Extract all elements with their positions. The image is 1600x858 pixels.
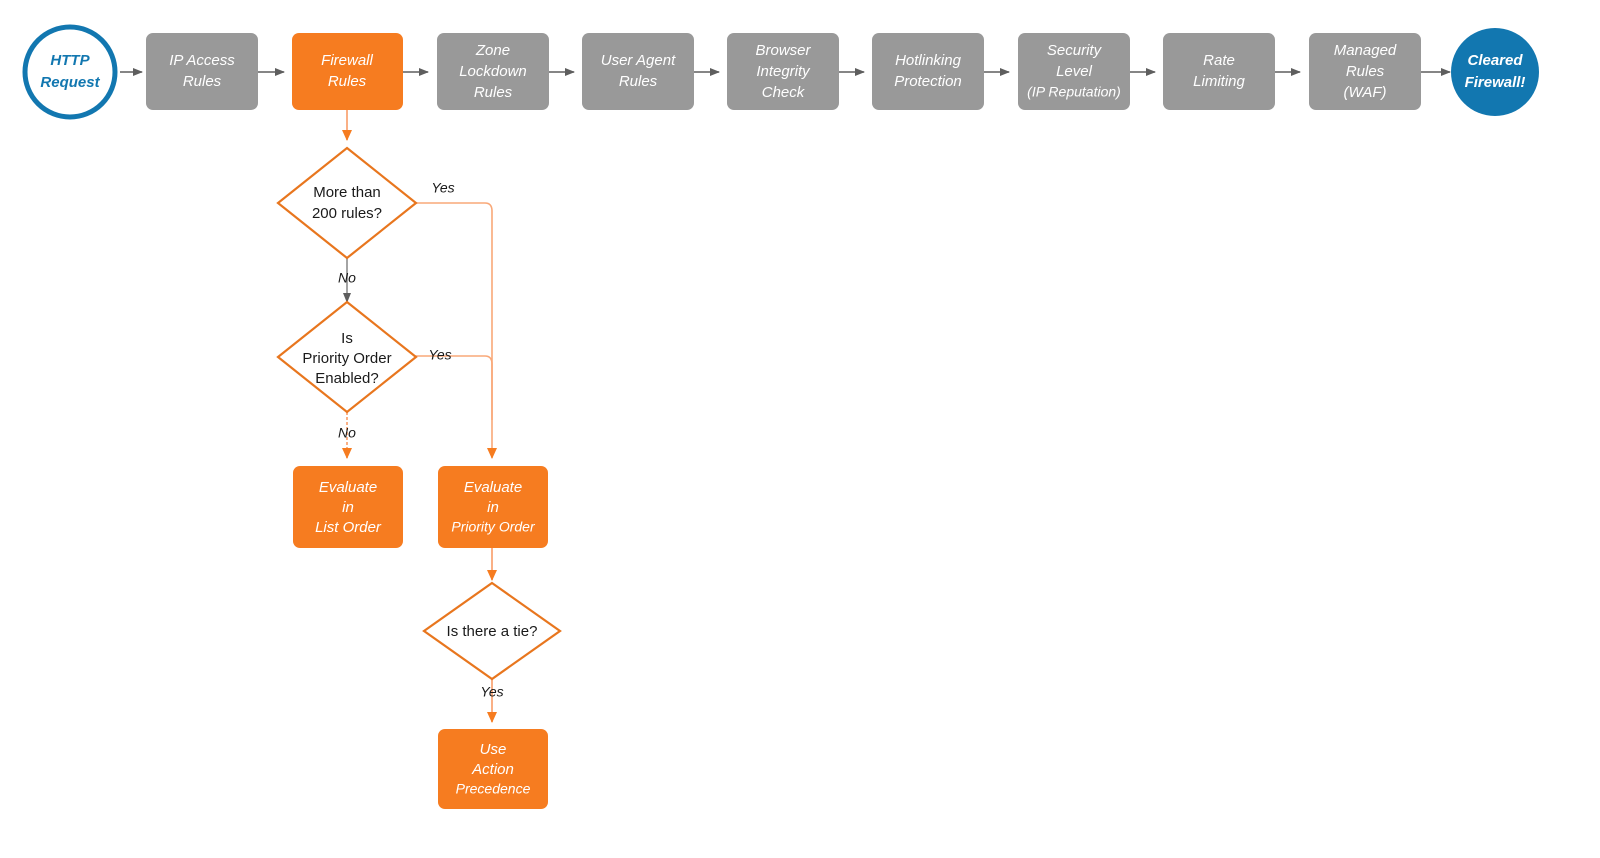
node-user-agent-rules[interactable]: User Agent Rules: [582, 33, 694, 110]
http-request-label-line1: HTTP: [50, 52, 90, 69]
use-action-line2: Action: [471, 761, 514, 778]
node-firewall-rules[interactable]: Firewall Rules: [292, 33, 403, 110]
rate-limiting-box[interactable]: [1163, 33, 1275, 110]
rate-limiting-line1: Rate: [1203, 52, 1235, 69]
more-than-200-line2: 200 rules?: [312, 205, 382, 222]
security-level-box[interactable]: [1018, 33, 1130, 110]
node-decision-is-there-a-tie[interactable]: Is there a tie?: [422, 581, 562, 681]
more-than-200-line1: More than: [313, 184, 381, 201]
security-level-line3: (IP Reputation): [1027, 84, 1121, 100]
evaluate-list-line2: in: [342, 499, 354, 516]
user-agent-rules-box[interactable]: [582, 33, 694, 110]
node-use-action-precedence[interactable]: Use Action Precedence: [438, 729, 548, 809]
zone-lockdown-line2: Lockdown: [459, 63, 527, 80]
ip-access-rules-line1: IP Access: [169, 52, 235, 69]
rate-limiting-line2: Limiting: [1193, 73, 1245, 90]
cleared-firewall-line2: Firewall!: [1465, 74, 1526, 91]
ip-access-rules-line2: Rules: [183, 73, 222, 90]
browser-integrity-line1: Browser: [755, 42, 811, 59]
node-evaluate-in-priority-order[interactable]: Evaluate in Priority Order: [438, 466, 548, 548]
use-action-line3: Precedence: [456, 781, 531, 797]
browser-integrity-line2: Integrity: [756, 63, 811, 80]
http-request-label-line2: Request: [40, 74, 100, 91]
http-request-circle[interactable]: [22, 24, 118, 120]
is-priority-order-line1: Is: [341, 330, 353, 347]
is-there-a-tie-diamond[interactable]: [422, 581, 562, 681]
node-cleared-firewall[interactable]: Cleared Firewall!: [1451, 28, 1539, 116]
managed-rules-line1: Managed: [1334, 42, 1397, 59]
edge-label-decision2-no: No: [338, 425, 356, 441]
is-there-a-tie-line1: Is there a tie?: [447, 623, 538, 640]
is-priority-order-line2: Priority Order: [302, 350, 391, 367]
evaluate-priority-line3: Priority Order: [451, 519, 536, 535]
browser-integrity-box[interactable]: [727, 33, 839, 110]
hotlinking-protection-box[interactable]: [872, 33, 984, 110]
evaluate-list-line3: List Order: [315, 519, 382, 536]
node-decision-more-than-200-rules[interactable]: More than 200 rules?: [276, 146, 418, 260]
managed-rules-line3: (WAF): [1343, 84, 1386, 101]
firewall-rules-line1: Firewall: [321, 52, 373, 69]
zone-lockdown-rules-box[interactable]: [437, 33, 549, 110]
is-priority-order-enabled-diamond[interactable]: [276, 300, 418, 414]
security-level-line2: Level: [1056, 63, 1093, 80]
evaluate-priority-order-box[interactable]: [438, 466, 548, 548]
edge-label-decision1-no: No: [338, 270, 356, 286]
edge-label-tie-yes: Yes: [480, 684, 503, 700]
node-security-level[interactable]: Security Level (IP Reputation): [1018, 33, 1130, 110]
node-managed-rules-waf[interactable]: Managed Rules (WAF): [1309, 33, 1421, 110]
managed-rules-line2: Rules: [1346, 63, 1385, 80]
security-level-line1: Security: [1047, 42, 1103, 59]
zone-lockdown-line3: Rules: [474, 84, 513, 101]
cleared-firewall-circle[interactable]: [1451, 28, 1539, 116]
is-priority-order-line3: Enabled?: [315, 370, 378, 387]
evaluate-list-order-box[interactable]: [293, 466, 403, 548]
node-ip-access-rules[interactable]: IP Access Rules: [146, 33, 258, 110]
edge-decision1-yes: [415, 202, 497, 459]
browser-integrity-line3: Check: [762, 84, 806, 101]
node-rate-limiting[interactable]: Rate Limiting: [1163, 33, 1275, 110]
evaluate-list-line1: Evaluate: [319, 479, 377, 496]
node-zone-lockdown-rules[interactable]: Zone Lockdown Rules: [437, 33, 549, 110]
node-browser-integrity-check[interactable]: Browser Integrity Check: [727, 33, 839, 110]
edge-decision2-yes: [415, 355, 493, 420]
node-http-request[interactable]: HTTP Request: [22, 24, 118, 120]
node-decision-is-priority-order-enabled[interactable]: Is Priority Order Enabled?: [276, 300, 418, 414]
hotlinking-line1: Hotlinking: [895, 52, 962, 69]
cleared-firewall-line1: Cleared: [1467, 52, 1523, 69]
node-hotlinking-protection[interactable]: Hotlinking Protection: [872, 33, 984, 110]
user-agent-line1: User Agent: [601, 52, 676, 69]
hotlinking-line2: Protection: [894, 73, 962, 90]
edge-labels: Yes No Yes No Yes: [338, 180, 504, 700]
evaluate-priority-line2: in: [487, 499, 499, 516]
managed-rules-box[interactable]: [1309, 33, 1421, 110]
ip-access-rules-box[interactable]: [146, 33, 258, 110]
edge-label-decision2-yes: Yes: [428, 347, 451, 363]
firewall-rules-box[interactable]: [292, 33, 403, 110]
edge-label-decision1-yes: Yes: [431, 180, 454, 196]
node-evaluate-in-list-order[interactable]: Evaluate in List Order: [293, 466, 403, 548]
firewall-rules-line2: Rules: [328, 73, 367, 90]
evaluate-priority-line1: Evaluate: [464, 479, 522, 496]
use-action-line1: Use: [480, 741, 507, 758]
user-agent-line2: Rules: [619, 73, 658, 90]
zone-lockdown-line1: Zone: [475, 42, 510, 59]
use-action-precedence-box[interactable]: [438, 729, 548, 809]
more-than-200-rules-diamond[interactable]: [276, 146, 418, 260]
